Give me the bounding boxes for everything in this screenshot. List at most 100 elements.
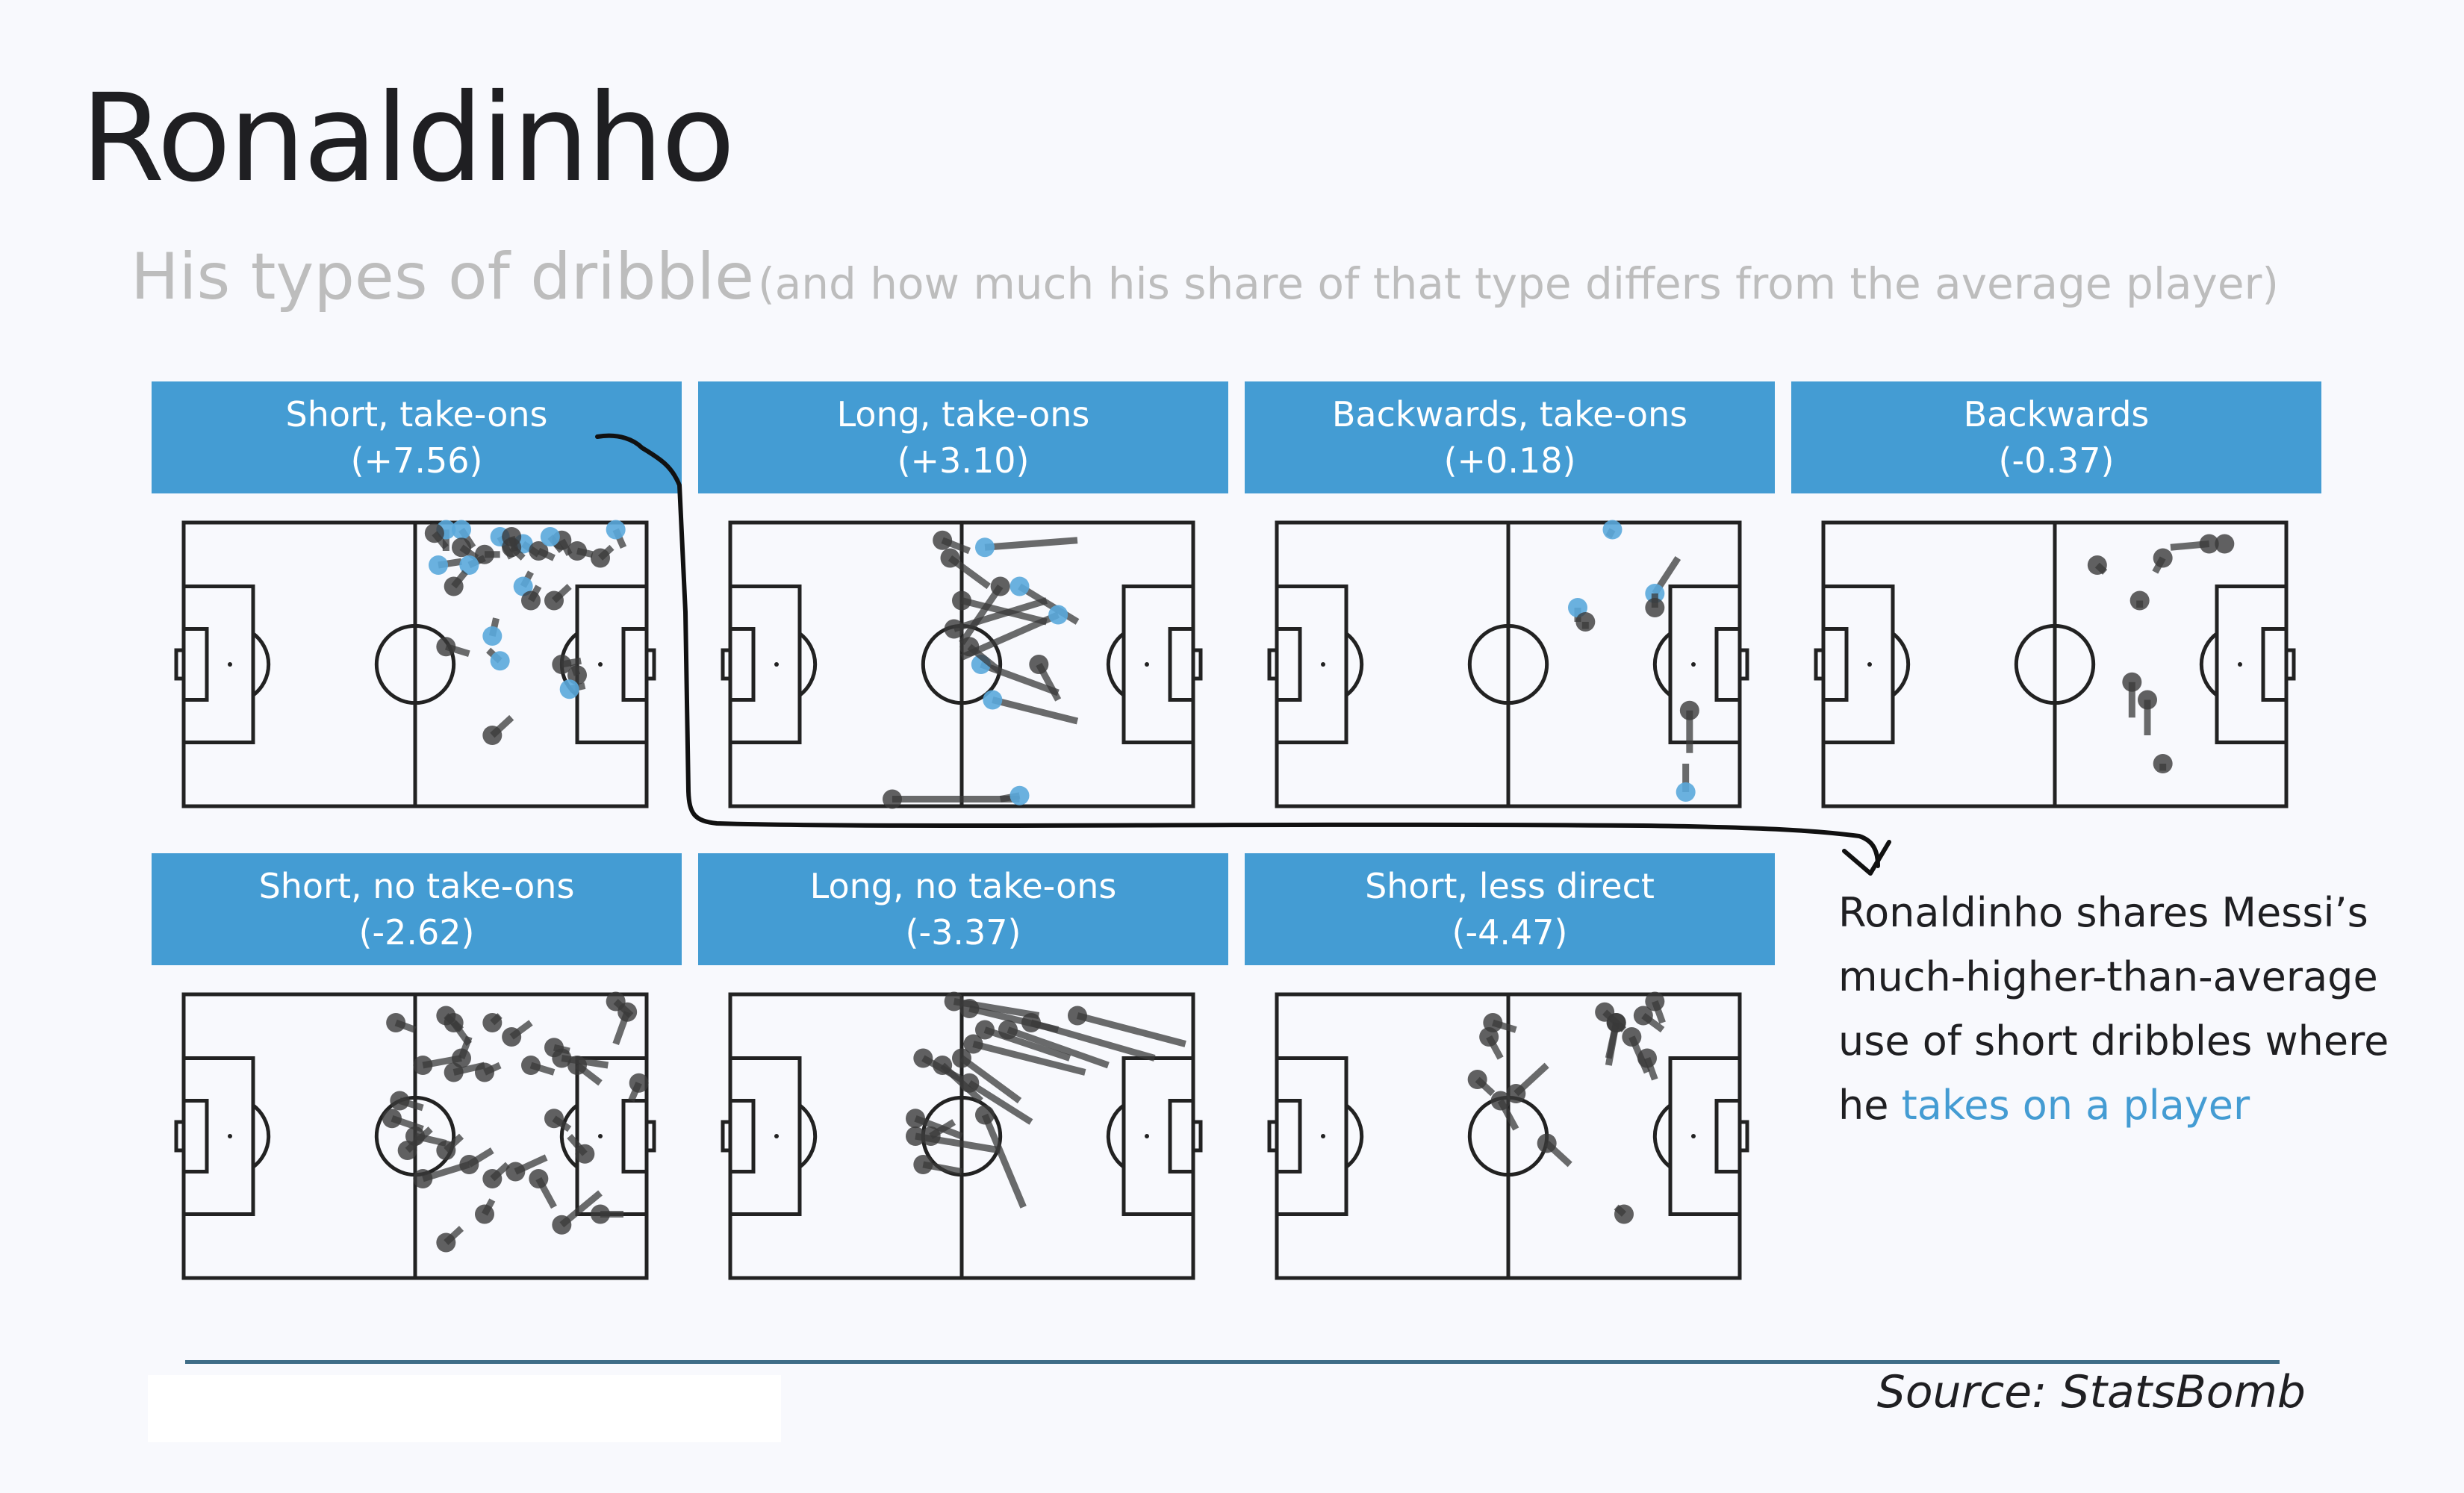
subtitle-note: (and how much his share of that type dif… xyxy=(758,258,2279,309)
dribble-point xyxy=(2153,754,2173,773)
dribble-point xyxy=(2138,690,2157,710)
dribble-point xyxy=(1622,1027,1642,1047)
take-on-dribble-point xyxy=(490,651,510,671)
right-six-yard-box xyxy=(621,1099,649,1173)
pitch-panel-1 xyxy=(721,515,1203,814)
left-goal xyxy=(174,648,186,681)
left-penalty-spot xyxy=(1321,662,1325,667)
panel-diff: (-0.37) xyxy=(1998,440,2115,481)
dribble-point xyxy=(952,1048,971,1068)
dribble-point xyxy=(1029,655,1049,674)
right-penalty-spot xyxy=(1145,1134,1149,1138)
left-penalty-spot xyxy=(774,662,779,667)
pitch-panel-4 xyxy=(174,987,656,1285)
right-goal xyxy=(2284,648,2296,681)
left-penalty-area xyxy=(1275,585,1348,744)
annotation-line: use of short dribbles where xyxy=(1838,1017,2389,1065)
dribble-point xyxy=(397,1141,417,1160)
panel-label: Backwards, take-ons xyxy=(1331,394,1688,434)
panel-header-long-no-take-ons: Long, no take-ons (-3.37) xyxy=(698,853,1228,965)
footer-blank-area xyxy=(148,1375,781,1442)
panel-header-short-less-direct: Short, less direct (-4.47) xyxy=(1245,853,1775,965)
left-goal xyxy=(1814,648,1826,681)
dribble-point xyxy=(933,1056,953,1075)
dribble-point xyxy=(575,1144,595,1164)
left-six-yard-box xyxy=(728,1099,756,1173)
dribble-point xyxy=(390,1091,410,1111)
left-penalty-arc xyxy=(252,632,271,697)
right-six-yard-box xyxy=(1168,627,1195,702)
dribble-path xyxy=(992,696,1079,725)
take-on-dribble-point xyxy=(975,537,995,558)
right-penalty-area xyxy=(2215,585,2289,744)
dribble-point xyxy=(2087,555,2107,575)
dribble-point xyxy=(552,1215,572,1235)
panel-header-short-no-take-ons: Short, no take-ons (-2.62) xyxy=(152,853,682,965)
left-six-yard-box xyxy=(728,627,756,702)
left-goal xyxy=(721,648,732,681)
left-penalty-spot xyxy=(1321,1134,1325,1138)
page-title: Ronaldinho xyxy=(81,69,735,209)
panel-label: Backwards xyxy=(1963,394,2150,434)
take-on-dribble-point xyxy=(482,626,503,646)
dribble-point xyxy=(975,1105,995,1125)
left-penalty-spot xyxy=(228,1134,232,1138)
left-penalty-area xyxy=(728,1056,802,1216)
dribble-point xyxy=(906,1109,925,1129)
left-goal xyxy=(174,1120,186,1153)
left-penalty-arc xyxy=(252,1103,271,1169)
dribble-point xyxy=(1614,1204,1634,1224)
footer-rule xyxy=(185,1360,2280,1364)
dribble-point xyxy=(413,1056,433,1075)
take-on-dribble-point xyxy=(1048,605,1068,625)
dribble-point xyxy=(552,1048,572,1068)
right-penalty-spot xyxy=(1145,662,1149,667)
pitch-svg xyxy=(174,520,656,808)
left-goal xyxy=(721,1120,732,1153)
dribble-layer xyxy=(883,530,1080,809)
dribble-point xyxy=(963,1034,983,1054)
dribble-point xyxy=(959,999,980,1018)
dribble-point xyxy=(544,590,564,611)
panel-label: Long, take-ons xyxy=(836,394,1090,434)
panel-diff: (-4.47) xyxy=(1452,912,1568,953)
annotation-highlight: takes on a player xyxy=(1901,1082,2250,1129)
dribble-path xyxy=(984,537,1078,551)
dribble-point xyxy=(975,1020,995,1040)
dribble-point xyxy=(436,1232,456,1253)
take-on-dribble-point xyxy=(1676,782,1696,802)
pitch-svg xyxy=(1267,991,1749,1280)
dribble-path xyxy=(967,1079,1033,1125)
dribble-point xyxy=(529,541,549,561)
panel-diff: (+0.18) xyxy=(1443,440,1576,481)
dribble-point xyxy=(444,576,464,596)
right-goal xyxy=(1191,1120,1203,1153)
dribble-point xyxy=(990,576,1010,596)
left-penalty-arc xyxy=(1345,632,1364,697)
dribble-point xyxy=(382,1109,402,1129)
dribble-layer xyxy=(424,520,627,745)
dribble-point xyxy=(482,1169,503,1188)
right-goal xyxy=(1737,1120,1749,1153)
dribble-point xyxy=(944,619,964,639)
dribble-point xyxy=(1645,991,1665,1012)
take-on-dribble-point xyxy=(459,555,479,575)
dribble-point xyxy=(452,537,471,558)
left-penalty-arc xyxy=(798,632,818,697)
dribble-point xyxy=(2153,548,2173,568)
left-penalty-arc xyxy=(1345,1103,1364,1169)
annotation-text: Ronaldinho shares Messi’s much-higher-th… xyxy=(1838,881,2436,1138)
dribble-point xyxy=(921,1126,941,1146)
dribble-point xyxy=(482,1013,503,1032)
right-penalty-arc xyxy=(1652,632,1672,697)
dribble-point xyxy=(959,637,980,657)
right-penalty-spot xyxy=(598,662,603,667)
take-on-dribble-point xyxy=(559,679,579,699)
dribble-path xyxy=(1076,1012,1186,1047)
dribble-point xyxy=(529,1169,549,1188)
pitch-panel-3 xyxy=(1814,515,2296,814)
panel-header-short-take-ons: Short, take-ons (+7.56) xyxy=(152,381,682,493)
right-penalty-spot xyxy=(1691,662,1696,667)
panel-label: Short, take-ons xyxy=(285,394,548,434)
left-penalty-area xyxy=(181,585,255,744)
